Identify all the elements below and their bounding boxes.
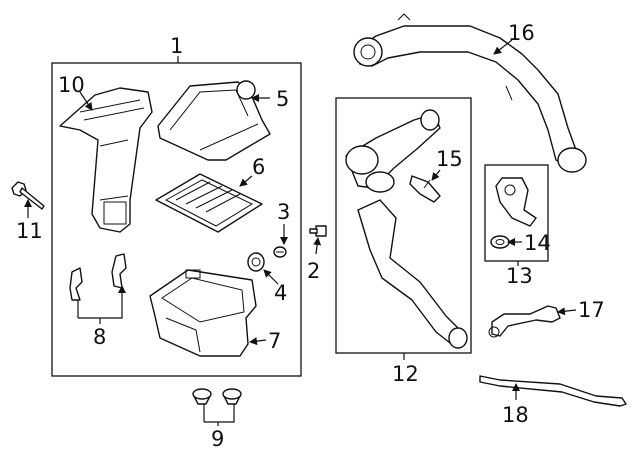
callout-2: 2	[307, 259, 320, 283]
part-9-push-pins	[192, 388, 242, 405]
part-11-bolt	[11, 181, 45, 210]
callout-13: 13	[506, 264, 533, 288]
callout-5: 5	[276, 87, 289, 111]
callout-16: 16	[508, 21, 535, 45]
callout-17: 17	[578, 298, 605, 322]
part-5-air-cleaner-cover	[157, 80, 271, 161]
air-cleaner-assembly-box	[51, 62, 302, 377]
part-14-washer	[490, 235, 510, 249]
part-12-intake-tube	[345, 109, 468, 349]
part-15-sensor	[409, 175, 441, 203]
part-3-bolt	[273, 246, 287, 258]
callout-18: 18	[502, 403, 529, 427]
part-18-hose	[479, 375, 627, 407]
callout-1: 1	[170, 34, 183, 58]
leader-lines	[24, 39, 577, 426]
callout-7: 7	[268, 329, 281, 353]
callout-14: 14	[524, 231, 551, 255]
callout-3: 3	[277, 200, 290, 224]
part-6-air-filter	[155, 173, 263, 233]
callout-6: 6	[252, 155, 265, 179]
callout-15: 15	[436, 147, 463, 171]
callout-8: 8	[93, 325, 106, 349]
part-8-clips	[69, 253, 127, 301]
part-4-grommet	[247, 252, 265, 272]
callout-12: 12	[392, 362, 419, 386]
callout-9: 9	[211, 427, 224, 451]
callout-4: 4	[274, 281, 287, 305]
part-13-bracket	[495, 177, 537, 227]
part-2-bolt	[309, 225, 327, 237]
part-7-air-cleaner-housing	[149, 269, 257, 357]
part-10-intake-duct	[59, 87, 153, 233]
callout-11: 11	[16, 219, 43, 243]
bracket-group-box	[484, 164, 549, 262]
part-16-upper-air-duct	[353, 13, 587, 173]
callout-10: 10	[58, 73, 85, 97]
part-17-hose	[488, 305, 561, 338]
